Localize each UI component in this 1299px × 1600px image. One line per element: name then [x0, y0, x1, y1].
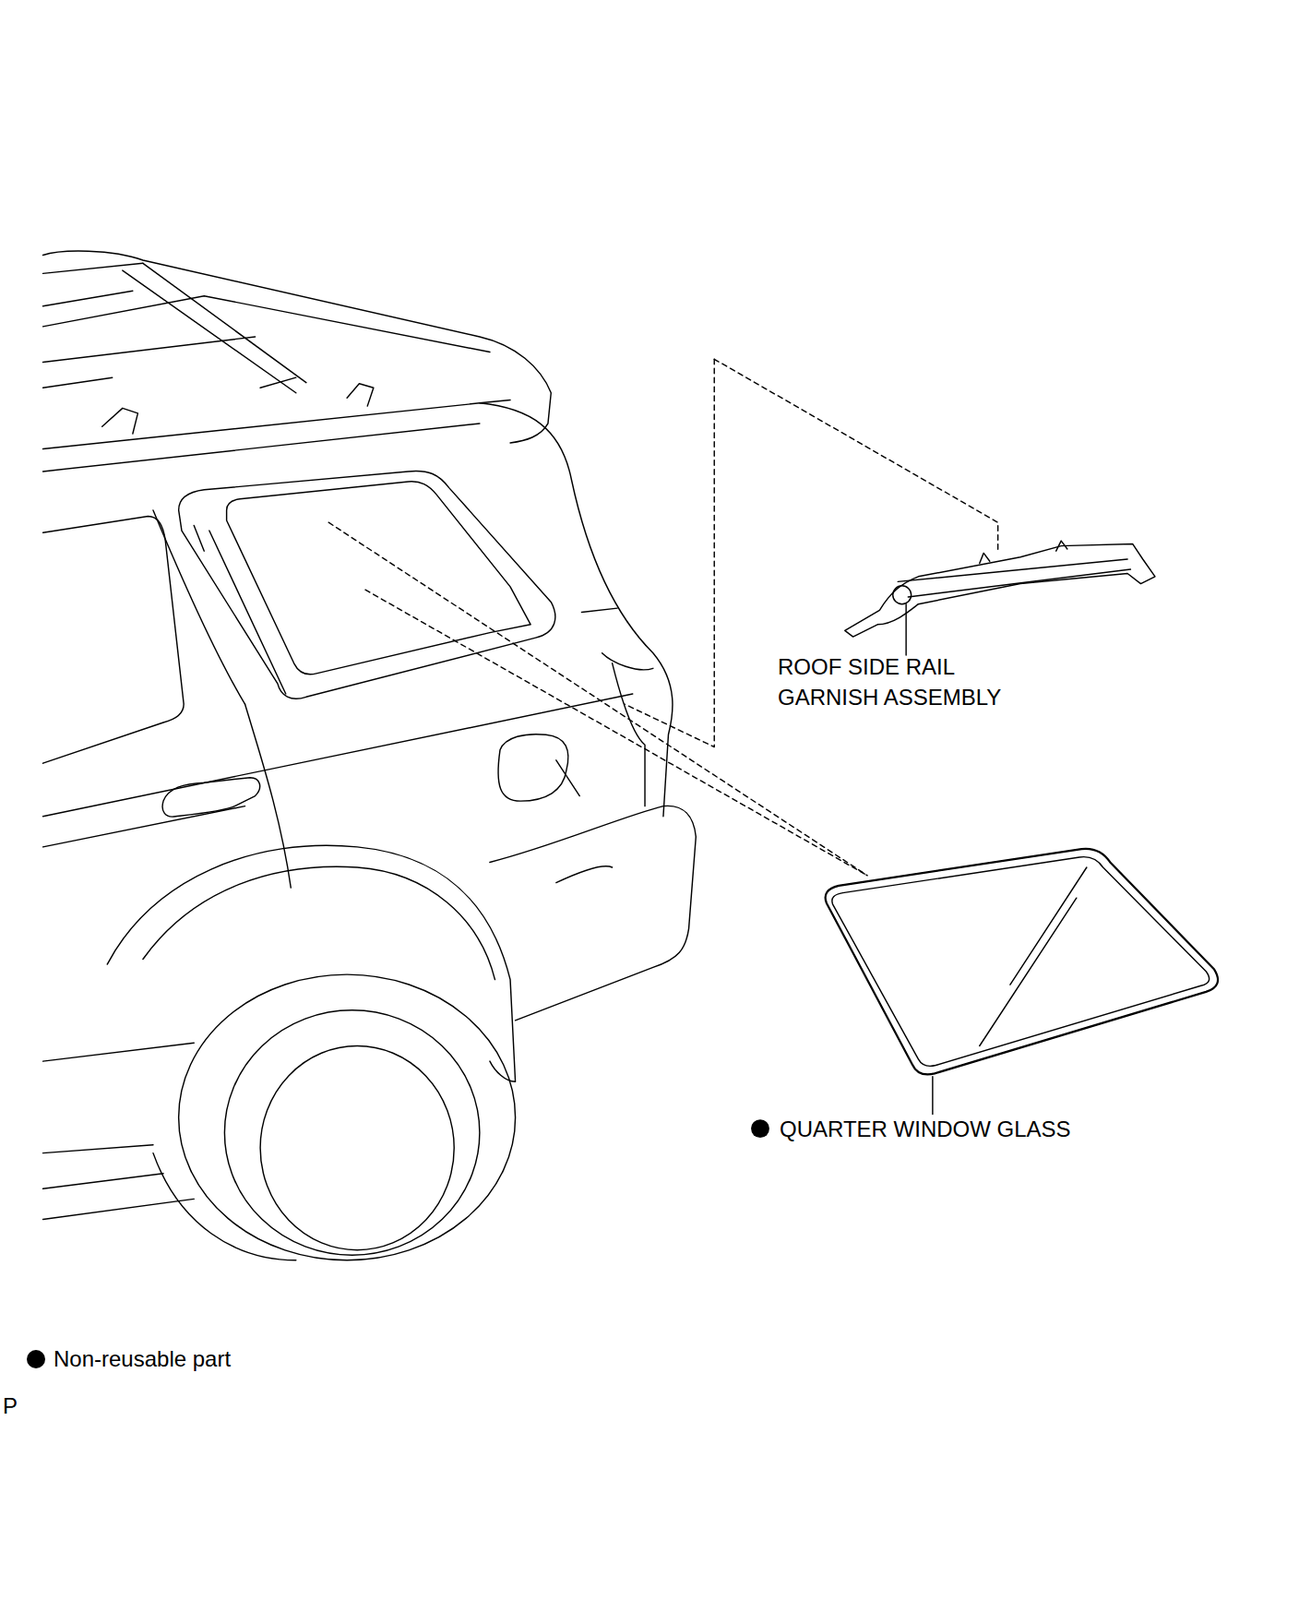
glass-part: [825, 848, 1218, 1075]
window-glass-outline: [226, 481, 532, 675]
roof-rack: [43, 262, 144, 274]
door-window: [43, 516, 185, 764]
leader-line: [931, 1076, 933, 1115]
glass-reflection: [979, 867, 1087, 1047]
figure-code: P: [2, 1390, 40, 1421]
window-frame: [193, 525, 287, 694]
leader-line: [905, 604, 906, 656]
wheel-arch: [143, 866, 496, 979]
roof-rack: [43, 296, 490, 353]
roof-rail: [43, 400, 511, 450]
garnish-part: [845, 543, 1156, 637]
roof-rack: [43, 290, 133, 388]
legend-swatch: [26, 1349, 46, 1369]
glass-part: [832, 857, 1210, 1067]
guide-line: [714, 358, 998, 551]
tire: [224, 1010, 479, 1255]
garnish-part: [893, 585, 912, 605]
door-line: [245, 703, 292, 888]
roof-rail: [43, 423, 480, 472]
garnish-clip: [979, 540, 1068, 563]
part-name: ROOF SIDE RAIL GARNISH ASSEMBLY: [777, 651, 1041, 713]
tail-light: [602, 653, 654, 670]
body-outline: [479, 403, 673, 817]
tire: [178, 974, 516, 1261]
guide-line: [624, 358, 715, 747]
guide-line: [365, 589, 868, 876]
fuel-door: [498, 734, 569, 801]
belt-line: [43, 693, 633, 817]
window-frame: [178, 470, 556, 699]
reflector: [556, 866, 613, 883]
fuel-door: [556, 760, 580, 797]
roof-rack: [43, 336, 256, 363]
wheel: [260, 1046, 454, 1251]
rail-foot: [102, 383, 374, 434]
body-line: [581, 607, 618, 612]
roof-rack: [122, 262, 307, 393]
roof-outline: [43, 250, 552, 443]
rear-bumper: [489, 805, 696, 1020]
pillar-line: [153, 510, 246, 704]
garnish-part: [897, 559, 1131, 597]
door-handle: [162, 777, 261, 817]
legend-text: Non-reusable part: [53, 1343, 231, 1374]
non-reusable-mark: [750, 1119, 770, 1138]
belt-line: [43, 806, 246, 847]
part-name: QUARTER WINDOW GLASS: [779, 1113, 1149, 1145]
body-outline: [612, 663, 645, 807]
lower-body: [43, 1042, 195, 1219]
lower-body: [153, 1153, 297, 1261]
